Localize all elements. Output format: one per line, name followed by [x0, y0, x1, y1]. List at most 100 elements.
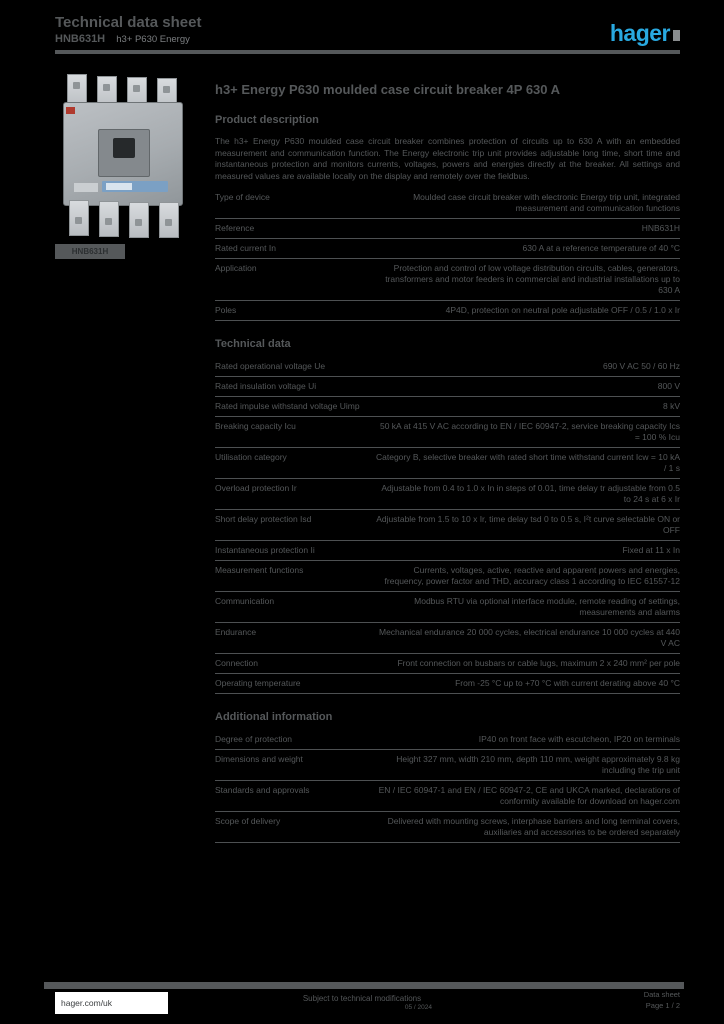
logo-mark-icon [673, 30, 680, 41]
spec-row: Measurement functions Currents, voltages… [215, 561, 680, 592]
spec-row: Type of device Moulded case circuit brea… [215, 188, 680, 219]
section: Product description The h3+ Energy P630 … [215, 114, 680, 321]
spec-row: Endurance Mechanical endurance 20 000 cy… [215, 623, 680, 654]
footer-note: Subject to technical modifications 05 / … [262, 994, 462, 1012]
spec-label: Endurance [215, 627, 257, 637]
spec-row: Rated current In 630 A at a reference te… [215, 239, 680, 259]
section-heading: Product description [215, 114, 319, 126]
spec-label: Type of device [215, 192, 270, 202]
spec-value: 630 A at a reference temperature of 40 °… [522, 243, 680, 253]
spec-table: Degree of protection IP40 on front face … [215, 730, 680, 843]
spec-value: Mechanical endurance 20 000 cycles, elec… [379, 627, 680, 648]
spec-value: Height 327 mm, width 210 mm, depth 110 m… [396, 754, 680, 775]
spec-label: Overload protection Ir [215, 483, 297, 493]
spec-label: Rated insulation voltage Ui [215, 381, 317, 391]
product-reference: HNB631H [55, 33, 106, 45]
spec-table: Type of device Moulded case circuit brea… [215, 188, 680, 321]
spec-row: Overload protection Ir Adjustable from 0… [215, 479, 680, 510]
breaker-front-panel [98, 129, 150, 177]
spec-label: Application [215, 263, 257, 273]
spec-row: Instantaneous protection Ii Fixed at 11 … [215, 541, 680, 561]
spec-row: Degree of protection IP40 on front face … [215, 730, 680, 750]
spec-row: Communication Modbus RTU via optional in… [215, 592, 680, 623]
hager-logo: hager [610, 20, 680, 46]
header-subtitle: HNB631H h3+ P630 Energy [55, 33, 610, 46]
sections-container: Product description The h3+ Energy P630 … [215, 114, 680, 843]
website-link[interactable]: hager.com/uk [61, 998, 113, 1008]
left-column: HNB631H [55, 74, 215, 843]
spec-row: Breaking capacity Icu 50 kA at 415 V AC … [215, 417, 680, 448]
breaker-bottom-terminal [159, 202, 179, 238]
spec-value: 4P4D, protection on neutral pole adjusta… [445, 305, 680, 315]
breaker-bottom-terminal [129, 202, 149, 238]
spec-label: Operating temperature [215, 678, 301, 688]
spec-table: Rated operational voltage Ue 690 V AC 50… [215, 357, 680, 694]
spec-label: Dimensions and weight [215, 754, 303, 764]
breaker-toggle-handle [113, 138, 135, 158]
spec-value: Category B, selective breaker with rated… [375, 452, 680, 473]
footer-page-info: Data sheet Page 1 / 2 [644, 989, 680, 1011]
footer-note-line1: Subject to technical modifications [302, 994, 422, 1003]
spec-value: Fixed at 11 x In [622, 545, 680, 555]
spec-value: 800 V [657, 381, 680, 391]
spec-value: Adjustable from 0.4 to 1.0 x In in steps… [381, 483, 680, 504]
photo-caption: HNB631H [55, 244, 125, 259]
header-text-block: Technical data sheet HNB631H h3+ P630 En… [55, 14, 610, 46]
page-title: h3+ Energy P630 moulded case circuit bre… [215, 82, 561, 97]
footer-website-box: hager.com/uk [55, 992, 168, 1014]
section-heading: Technical data [215, 338, 291, 350]
spec-label: Rated current In [215, 243, 276, 253]
section: Additional information Degree of protect… [215, 711, 680, 843]
breaker-bottom-terminal [99, 201, 119, 237]
spec-value: IP40 on front face with escutcheon, IP20… [478, 734, 680, 744]
spec-value: Front connection on busbars or cable lug… [397, 658, 680, 668]
section-intro: The h3+ Energy P630 moulded case circuit… [215, 136, 680, 181]
spec-label: Instantaneous protection Ii [215, 545, 315, 555]
footer-note-line2: 05 / 2024 [404, 1004, 432, 1011]
spec-label: Standards and approvals [215, 785, 310, 795]
spec-row: Short delay protection Isd Adjustable fr… [215, 510, 680, 541]
breaker-body [63, 102, 183, 206]
spec-value: Modbus RTU via optional interface module… [414, 596, 680, 617]
breaker-rating-label [74, 183, 98, 192]
spec-label: Poles [215, 305, 237, 315]
spec-label: Short delay protection Isd [215, 514, 312, 524]
footer-page-number: Page 1 / 2 [645, 1001, 680, 1010]
content: HNB631H h3+ Energy P630 moulded case cir… [0, 74, 724, 843]
spec-row: Rated operational voltage Ue 690 V AC 50… [215, 357, 680, 377]
spec-label: Utilisation category [215, 452, 287, 462]
breaker-red-indicator [66, 107, 75, 114]
spec-label: Communication [215, 596, 275, 606]
spec-label: Rated impulse withstand voltage Uimp [215, 401, 360, 411]
spec-label: Scope of delivery [215, 816, 281, 826]
section: Technical data Rated operational voltage… [215, 338, 680, 694]
header: Technical data sheet HNB631H h3+ P630 En… [0, 0, 724, 46]
section-heading: Additional information [215, 711, 333, 723]
spec-value: Delivered with mounting screws, interpha… [387, 816, 680, 837]
spec-row: Standards and approvals EN / IEC 60947-1… [215, 781, 680, 812]
spec-row: Scope of delivery Delivered with mountin… [215, 812, 680, 843]
spec-value: 690 V AC 50 / 60 Hz [602, 361, 680, 371]
main-column: h3+ Energy P630 moulded case circuit bre… [215, 74, 680, 843]
spec-value: HNB631H [641, 223, 680, 233]
spec-row: Rated impulse withstand voltage Uimp 8 k… [215, 397, 680, 417]
spec-label: Connection [215, 658, 259, 668]
breaker-blue-label [102, 181, 168, 192]
spec-value: 50 kA at 415 V AC according to EN / IEC … [379, 421, 680, 442]
spec-label: Degree of protection [215, 734, 293, 744]
footer-bar [44, 982, 684, 989]
hager-logo-text: hager [609, 20, 671, 46]
spec-value: Moulded case circuit breaker with electr… [413, 192, 680, 213]
spec-label: Measurement functions [215, 565, 304, 575]
spec-row: Poles 4P4D, protection on neutral pole a… [215, 301, 680, 321]
spec-label: Reference [215, 223, 255, 233]
spec-value: 8 kV [662, 401, 680, 411]
spec-value: Protection and control of low voltage di… [385, 263, 680, 295]
spec-row: Utilisation category Category B, selecti… [215, 448, 680, 479]
spec-value: Adjustable from 1.5 to 10 x Ir, time del… [376, 514, 680, 535]
breaker-bottom-terminal [69, 200, 89, 236]
spec-row: Reference HNB631H [215, 219, 680, 239]
spec-row: Dimensions and weight Height 327 mm, wid… [215, 750, 680, 781]
spec-label: Rated operational voltage Ue [215, 361, 326, 371]
